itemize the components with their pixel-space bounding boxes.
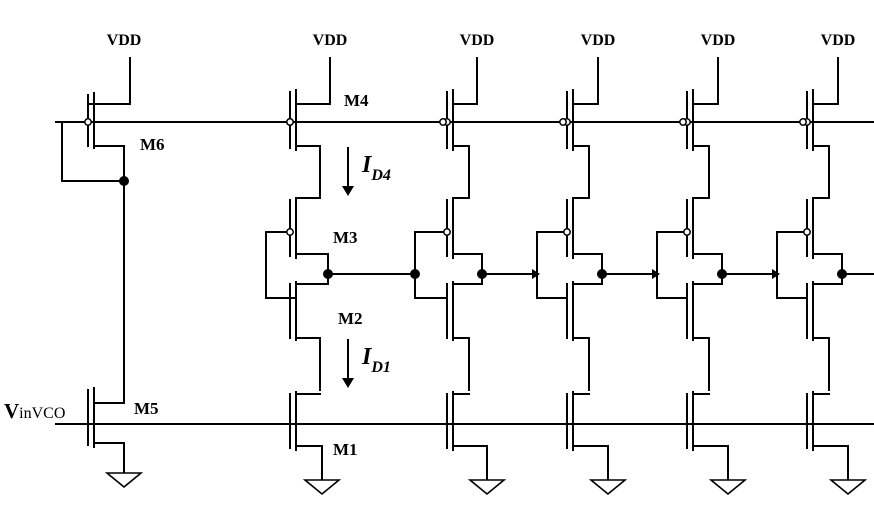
nmos-inv-stage-2 <box>446 281 454 341</box>
inv-gate-bottom-stage-5 <box>776 273 808 299</box>
pmos-inv-drain-stage-5 <box>812 253 843 275</box>
nmos-inv-source-stage-5 <box>812 337 830 391</box>
vdd-label-stage-3: VDD <box>581 32 616 49</box>
pmos-inv-stage-2 <box>446 197 454 259</box>
pmos-inv-stage-5 <box>806 197 814 259</box>
current-id1-label: ID1 <box>361 344 391 376</box>
pmos-bias-drain-stage-4 <box>692 145 710 197</box>
nmos-bias-stage-4 <box>686 391 694 451</box>
vdd-label-stage-4: VDD <box>701 32 736 49</box>
pmos-inv-drain-stage-3 <box>572 253 603 275</box>
ground-bias <box>104 472 144 489</box>
m6-source <box>93 145 125 182</box>
nmos-inv-source-stage-4 <box>692 337 710 391</box>
ground-stage-2 <box>467 479 507 496</box>
m2-label: M2 <box>338 309 363 328</box>
transistors <box>84 89 814 451</box>
pmos-inv-drain-stage-2 <box>452 253 483 275</box>
nmos-inv-stage-4 <box>686 281 694 341</box>
inv-gate-bottom-stage-4 <box>656 273 688 299</box>
m6-label: M6 <box>140 135 165 154</box>
m5-transistor <box>87 387 95 448</box>
current-id4-arrow <box>342 186 354 196</box>
m6-diode-loop <box>61 121 125 182</box>
pmos-inv-bubble-stage-2 <box>443 228 451 236</box>
m2-drain <box>295 273 329 285</box>
pmos-bias-drain-stage-5 <box>812 145 830 197</box>
inv-gate-bottom-stage-2 <box>414 273 448 299</box>
m3-label: M3 <box>333 228 358 247</box>
pmos-inv-bubble-stage-5 <box>803 228 811 236</box>
nmos-bias-stage-5 <box>806 391 814 451</box>
inv-gate-top-stage-2 <box>414 231 445 275</box>
bias-rail-junction-6 <box>799 118 807 126</box>
input-voltage-label: VinVCO <box>4 399 65 423</box>
m3-transistor <box>289 197 297 259</box>
m2-source <box>295 337 321 391</box>
inv-gate-top-stage-4 <box>656 231 685 275</box>
current-id4-label: ID4 <box>361 152 391 184</box>
m2-transistor <box>289 281 297 341</box>
m4-label: M4 <box>344 91 369 110</box>
labels: VDD VDD VDD VDD VDD VDD M4 M6 M3 M2 M5 M… <box>4 32 855 459</box>
ground-stage-4 <box>708 479 748 496</box>
m1-label: M1 <box>333 440 358 459</box>
inv-gate-bottom-stage-3 <box>536 273 568 299</box>
current-id1-arrow <box>342 378 354 388</box>
nmos-inv-stage-5 <box>806 281 814 341</box>
inverter-1-gate-loop <box>265 231 297 299</box>
pmos-inv-drain-stage-4 <box>692 253 723 275</box>
inv-gate-top-stage-5 <box>776 231 805 275</box>
pmos-inv-stage-3 <box>566 197 574 259</box>
bias-rail-junction-4 <box>559 118 567 126</box>
nmos-bias-source-stage-3 <box>572 445 609 471</box>
nmos-bias-source-stage-4 <box>692 445 729 471</box>
pmos-inv-bubble-stage-4 <box>683 228 691 236</box>
pmos-inv-bubble-stage-3 <box>563 228 571 236</box>
pmos-inv-stage-4 <box>686 197 694 259</box>
m1-transistor <box>289 391 297 451</box>
ground-stage-5 <box>828 479 868 496</box>
bias-rail-junction-3 <box>439 118 447 126</box>
bias-rail-junction-5 <box>679 118 687 126</box>
bias-rail-junction-2 <box>286 118 294 126</box>
m4-drain <box>295 145 321 197</box>
nmos-bias-source-stage-5 <box>812 445 849 471</box>
nmos-inv-source-stage-2 <box>452 337 470 391</box>
ground-stage-1 <box>302 479 342 496</box>
bias-rail-junction-1 <box>84 118 92 126</box>
m5-source <box>93 442 125 464</box>
m5-label: M5 <box>134 399 159 418</box>
m3-gate-bubble <box>286 228 294 236</box>
vdd-label-stage-5: VDD <box>821 32 856 49</box>
nmos-bias-stage-2 <box>446 391 454 451</box>
vdd-label-stage-1: VDD <box>313 32 348 49</box>
pmos-bias-drain-stage-3 <box>572 145 590 197</box>
pmos-bias-drain-stage-2 <box>452 145 470 197</box>
nmos-bias-source-stage-2 <box>452 445 488 471</box>
m3-drain <box>295 253 329 275</box>
nmos-inv-source-stage-3 <box>572 337 590 391</box>
vdd-label-bias: VDD <box>107 32 142 49</box>
m1-source <box>295 445 323 471</box>
nmos-bias-stage-3 <box>566 391 574 451</box>
circuit-wires <box>55 57 874 496</box>
nmos-inv-stage-3 <box>566 281 574 341</box>
inv-gate-top-stage-3 <box>536 231 565 275</box>
vdd-label-stage-2: VDD <box>460 32 495 49</box>
ground-stage-3 <box>588 479 628 496</box>
